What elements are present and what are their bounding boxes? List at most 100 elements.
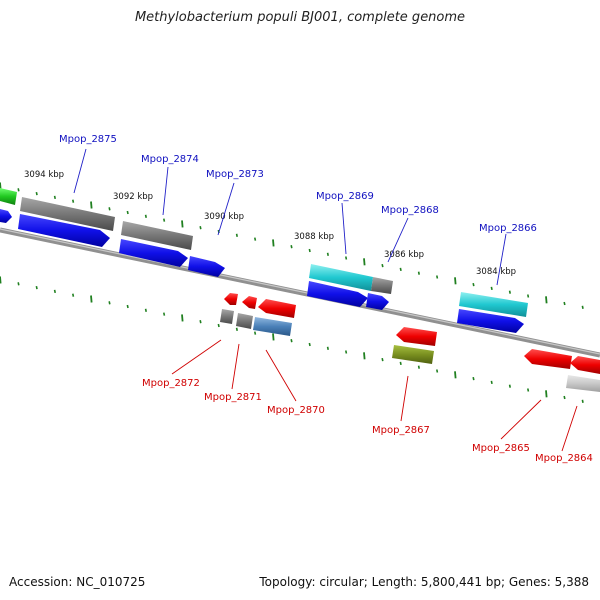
genome-summary-text: Topology: circular; Length: 5,800,441 bp… — [259, 575, 589, 589]
leader-mpop-2868 — [387, 217, 409, 263]
lower-tick-row — [0, 276, 584, 403]
gene-red-2865[interactable] — [524, 349, 572, 369]
scale-label-3088: 3088 kbp — [294, 232, 334, 242]
scale-tick — [490, 380, 493, 385]
scale-tick — [417, 271, 420, 275]
scale-tick — [53, 195, 56, 200]
label-mpop-2871[interactable]: Mpop_2871 — [204, 392, 262, 403]
label-mpop-2868[interactable]: Mpop_2868 — [381, 205, 439, 216]
forward-outer-track — [0, 188, 528, 317]
leader-mpop-2873 — [217, 182, 235, 236]
scale-tick — [181, 314, 184, 322]
scale-tick — [363, 258, 366, 266]
scale-tick — [17, 188, 20, 192]
leader-mpop-2864 — [561, 405, 578, 452]
gene-blue-2866[interactable] — [457, 309, 524, 333]
scale-tick — [454, 277, 457, 285]
scale-tick — [90, 201, 93, 209]
scale-label-3084: 3084 kbp — [476, 267, 516, 277]
label-mpop-2872[interactable]: Mpop_2872 — [142, 378, 200, 389]
leader-mpop-2867 — [400, 375, 409, 422]
gene-blue-2874[interactable] — [119, 239, 188, 267]
scale-tick — [254, 237, 257, 241]
label-mpop-2866[interactable]: Mpop_2866 — [479, 223, 537, 234]
label-mpop-2870[interactable]: Mpop_2870 — [267, 405, 325, 416]
scale-tick — [199, 320, 202, 324]
gene-blue-partial[interactable] — [0, 209, 12, 223]
scale-tick — [126, 210, 129, 215]
gene-red-2867[interactable] — [396, 327, 437, 346]
scale-tick — [326, 252, 329, 256]
gene-mpop-2868-body[interactable] — [371, 277, 393, 294]
accession-text: Accession: NC_010725 — [9, 575, 146, 589]
scale-tick — [235, 327, 238, 331]
gene-red-small-1[interactable] — [224, 293, 238, 305]
scale-tick — [163, 218, 166, 222]
leader-mpop-2870 — [265, 349, 297, 402]
scale-label-3086: 3086 kbp — [384, 250, 424, 260]
scale-tick — [527, 388, 530, 392]
scale-tick — [472, 282, 475, 287]
scale-label-3094: 3094 kbp — [24, 170, 64, 180]
genome-title: Methylobacterium populi BJ001, complete … — [134, 10, 466, 25]
scale-tick — [108, 207, 111, 211]
scale-tick — [563, 395, 566, 400]
scale-tick — [527, 294, 530, 298]
leader-mpop-2869 — [341, 202, 347, 255]
gene-mpop-2871-body[interactable] — [236, 313, 253, 329]
gene-red-2870[interactable] — [258, 299, 296, 318]
gene-blue-2868[interactable] — [366, 293, 389, 310]
scale-tick — [290, 245, 293, 249]
scale-tick — [217, 323, 220, 328]
label-mpop-2869[interactable]: Mpop_2869 — [316, 191, 374, 202]
scale-tick — [581, 399, 584, 403]
scale-tick — [199, 226, 202, 230]
scale-tick — [436, 369, 439, 373]
gene-mpop-2864-body[interactable] — [566, 375, 600, 392]
scale-tick — [508, 384, 511, 388]
gene-green-partial[interactable] — [0, 188, 17, 205]
scale-label-3092: 3092 kbp — [113, 192, 153, 202]
gene-mpop-2872-body[interactable] — [220, 309, 234, 324]
gene-mpop-2874-body[interactable] — [121, 221, 193, 250]
leader-mpop-2874 — [162, 166, 169, 216]
gene-blue-2869[interactable] — [307, 281, 368, 307]
gene-mpop-2870-body[interactable] — [253, 317, 292, 336]
label-mpop-2873[interactable]: Mpop_2873 — [206, 169, 264, 180]
scale-tick — [90, 295, 93, 303]
forward-inner-track — [0, 209, 524, 333]
leader-mpop-2866 — [496, 233, 507, 286]
scale-tick — [272, 239, 275, 247]
scale-tick — [17, 282, 20, 286]
scale-tick — [417, 365, 420, 369]
scale-tick — [235, 233, 238, 237]
label-mpop-2875[interactable]: Mpop_2875 — [59, 134, 117, 145]
label-mpop-2867[interactable]: Mpop_2867 — [372, 425, 430, 436]
scale-tick — [399, 267, 402, 272]
scale-tick — [144, 308, 147, 312]
scale-tick — [472, 376, 475, 381]
scale-tick — [0, 276, 2, 284]
gene-red-2864[interactable] — [570, 356, 600, 374]
scale-tick — [181, 220, 184, 228]
scale-tick — [326, 346, 329, 350]
scale-tick — [308, 342, 311, 347]
label-mpop-2865[interactable]: Mpop_2865 — [472, 443, 530, 454]
gene-mpop-2869-body[interactable] — [309, 264, 373, 291]
gene-red-small-2[interactable] — [242, 296, 257, 309]
gene-mpop-2875-body[interactable] — [20, 197, 115, 231]
scale-tick — [108, 301, 111, 305]
scale-tick — [363, 352, 366, 360]
gene-blue-2873[interactable] — [188, 256, 225, 277]
label-mpop-2864[interactable]: Mpop_2864 — [535, 453, 593, 464]
label-mpop-2874[interactable]: Mpop_2874 — [141, 154, 199, 165]
upper-tick-row — [0, 182, 584, 309]
genome-backbone-highlight — [0, 228, 600, 355]
scale-tick — [308, 248, 311, 253]
reverse-inner-track — [224, 293, 600, 374]
gene-mpop-2866-body[interactable] — [459, 292, 528, 317]
gene-mpop-2867-body[interactable] — [392, 345, 434, 364]
gene-blue-2875[interactable] — [18, 214, 110, 247]
leader-mpop-2871 — [231, 343, 240, 390]
